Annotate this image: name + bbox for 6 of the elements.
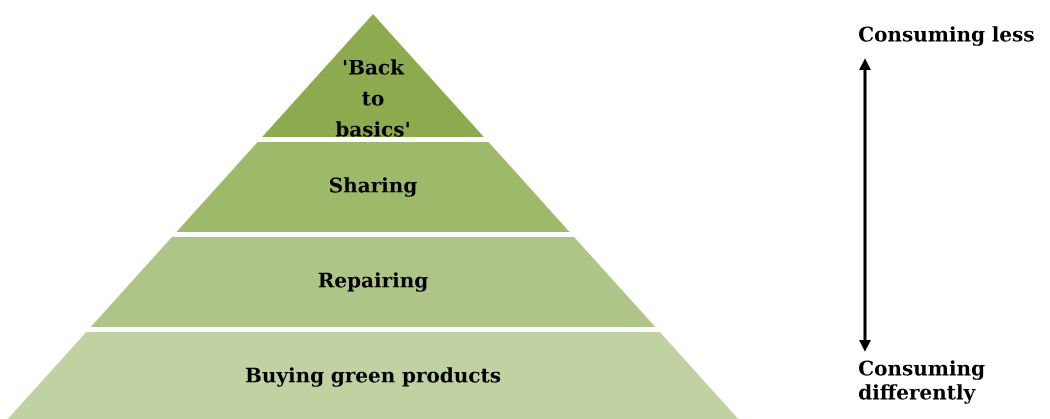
scale-label: Consuming differently (859, 360, 985, 404)
pyramid-layer: 'Back to basics' (262, 14, 484, 137)
pyramid-layer: Repairing (90, 237, 656, 327)
pyramid-layer: Sharing (176, 142, 570, 232)
scale-label: Consuming less (859, 26, 1034, 46)
pyramid-layer: Buying green products (7, 332, 739, 419)
